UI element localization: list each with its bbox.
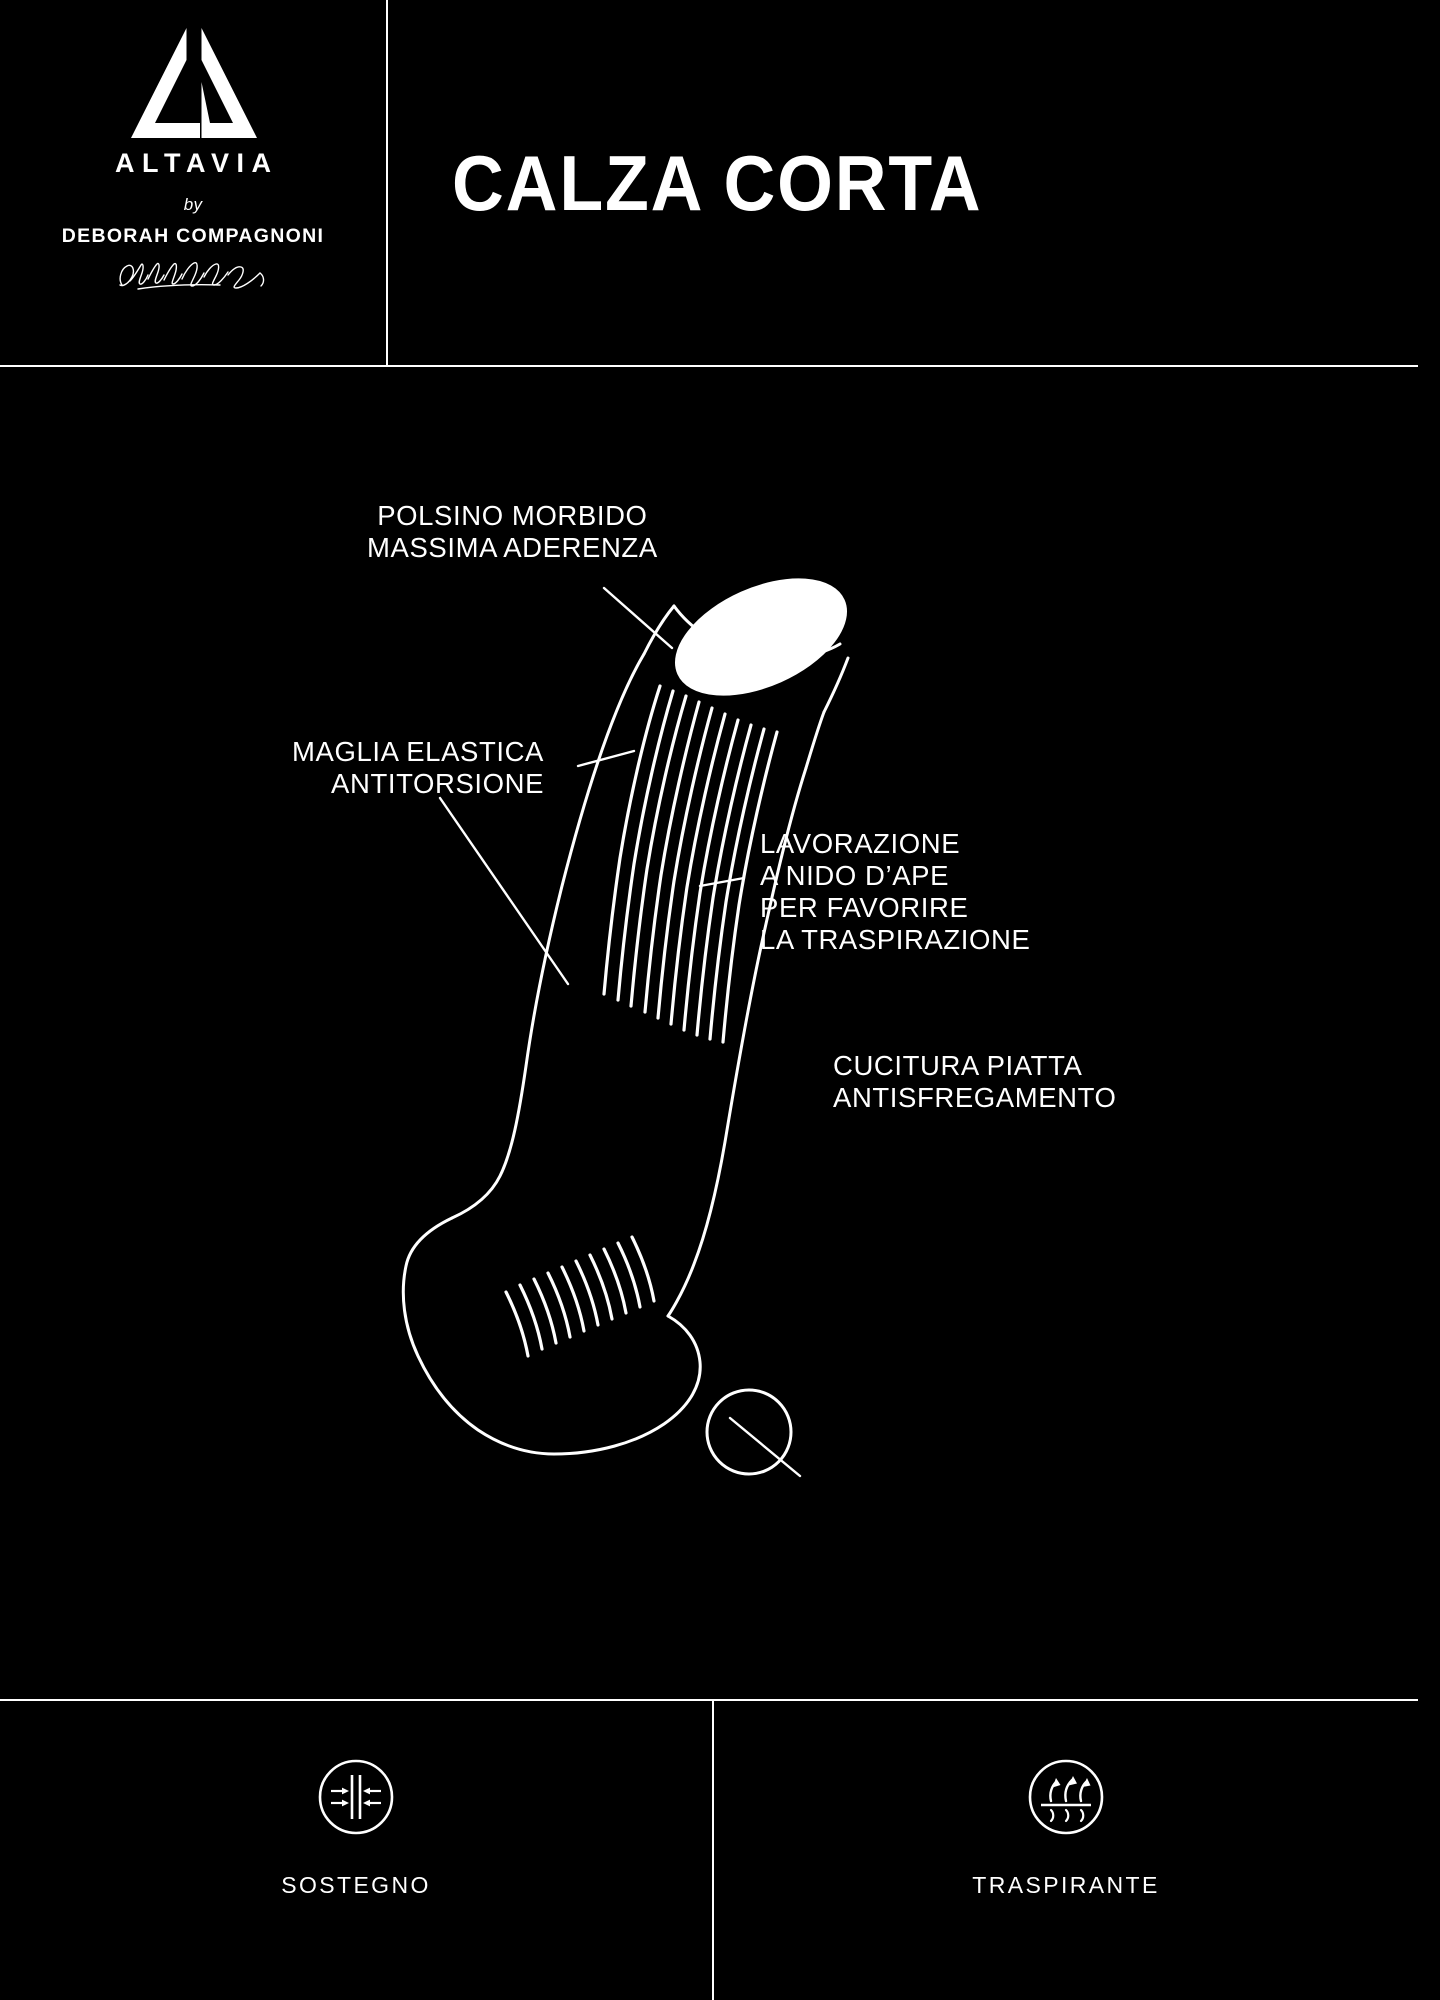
brand-wordmark: ALTAVIA: [115, 148, 279, 178]
footer-vertical-divider: [712, 1701, 714, 2000]
product-illustration-area: POLSINO MORBIDO MASSIMA ADERENZA MAGLIA …: [0, 366, 1440, 1699]
feature-label-breathability: TRASPIRANTE: [972, 1872, 1160, 1898]
annotation-cuff: POLSINO MORBIDO MASSIMA ADERENZA: [367, 500, 658, 563]
feature-breathability: TRASPIRANTE: [714, 1701, 1418, 2000]
brand-block: ALTAVIA by DEBORAH COMPAGNONI: [0, 0, 386, 365]
support-arrows-icon: [318, 1759, 394, 1835]
poster-header: ALTAVIA by DEBORAH COMPAGNONI CAL: [0, 0, 1440, 367]
feature-label-support: SOSTEGNO: [281, 1872, 431, 1898]
header-vertical-divider: [386, 0, 388, 365]
feature-support: SOSTEGNO: [0, 1701, 712, 2000]
annotation-honeycomb: LAVORAZIONE A NIDO D’APE PER FAVORIRE LA…: [760, 828, 1031, 955]
brand-designer-name: DEBORAH COMPAGNONI: [61, 225, 325, 247]
header-horizontal-rule: [0, 365, 1418, 367]
altavia-mountain-a-icon: [131, 28, 257, 138]
annotation-seam: CUCITURA PIATTA ANTISFREGAMENTO: [833, 1050, 1117, 1113]
footer-horizontal-rule: [0, 1699, 1418, 1701]
poster-footer: SOSTEGNO: [0, 1699, 1440, 2000]
breathability-arrows-icon: [1028, 1759, 1104, 1835]
annotation-mesh: MAGLIA ELASTICA ANTITORSIONE: [292, 736, 545, 799]
deborah-compagnoni-signature: [119, 261, 265, 290]
brand-by-label: by: [183, 195, 203, 214]
page-title: CALZA CORTA: [452, 138, 983, 227]
short-sock-illustration: [401, 578, 850, 1478]
title-area: CALZA CORTA: [386, 0, 1440, 365]
